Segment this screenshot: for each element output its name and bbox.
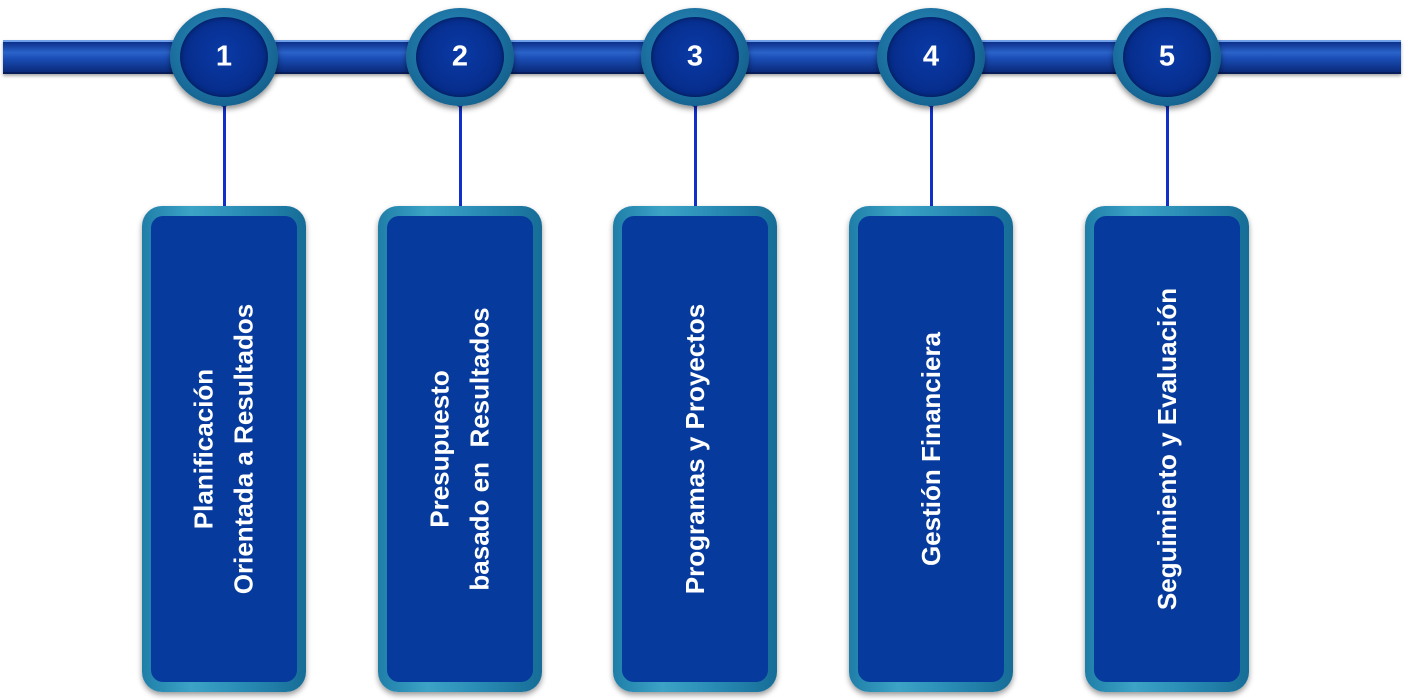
step-4: 4 Gestión Financiera <box>831 0 1031 700</box>
step-number: 4 <box>922 40 940 73</box>
step-label: Gestión Financiera <box>915 331 946 567</box>
card-inner: Seguimiento y Evaluación <box>1094 216 1240 682</box>
step-card: Gestión Financiera <box>849 206 1013 692</box>
step-label: Seguimiento y Evaluación <box>1151 287 1182 611</box>
node-inner: 4 <box>887 17 975 97</box>
step-1: 1 Planificación Orientada a Resultados <box>124 0 324 700</box>
step-number: 5 <box>1158 40 1176 73</box>
step-number: 2 <box>451 40 469 73</box>
connector-line <box>693 102 697 210</box>
card-inner: Programas y Proyectos <box>622 216 768 682</box>
step-2: 2 Presupuesto basado en Resultados <box>360 0 560 700</box>
step-card: Seguimiento y Evaluación <box>1085 206 1249 692</box>
step-card: Programas y Proyectos <box>613 206 777 692</box>
step-label: Programas y Proyectos <box>679 303 710 595</box>
step-number-node: 5 <box>1113 8 1221 106</box>
step-number-node: 4 <box>877 8 985 106</box>
connector-line <box>222 102 226 210</box>
card-inner: Planificación Orientada a Resultados <box>151 216 297 682</box>
step-card: Presupuesto basado en Resultados <box>378 206 542 692</box>
connector-line <box>458 102 462 210</box>
node-inner: 1 <box>180 17 268 97</box>
node-inner: 2 <box>416 17 504 97</box>
step-number-node: 3 <box>641 8 749 106</box>
node-inner: 3 <box>651 17 739 97</box>
step-card: Planificación Orientada a Resultados <box>142 206 306 692</box>
node-inner: 5 <box>1123 17 1211 97</box>
step-label: Presupuesto basado en Resultados <box>424 307 495 591</box>
step-number: 3 <box>686 40 704 73</box>
step-5: 5 Seguimiento y Evaluación <box>1067 0 1267 700</box>
step-number: 1 <box>215 40 233 73</box>
connector-line <box>1165 102 1169 210</box>
card-inner: Gestión Financiera <box>858 216 1004 682</box>
step-3: 3 Programas y Proyectos <box>595 0 795 700</box>
step-number-node: 2 <box>406 8 514 106</box>
connector-line <box>929 102 933 210</box>
step-label: Planificación Orientada a Resultados <box>188 303 259 595</box>
step-number-node: 1 <box>170 8 278 106</box>
card-inner: Presupuesto basado en Resultados <box>387 216 533 682</box>
